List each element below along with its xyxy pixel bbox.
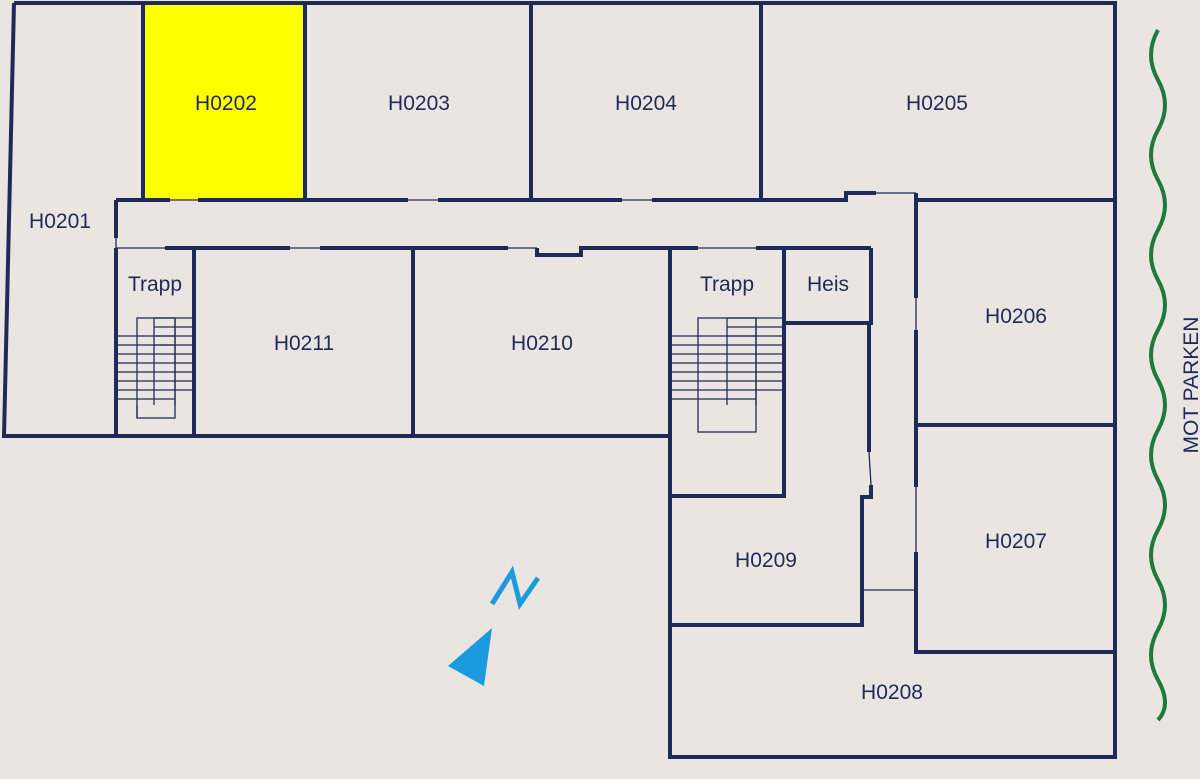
corridor-north-wall: [116, 191, 1115, 202]
room-label-h0208: H0208: [861, 681, 923, 704]
room-label-h0205: H0205: [906, 92, 968, 115]
room-h0202-highlight[interactable]: [143, 3, 305, 200]
west-stair-steps-icon: [118, 317, 192, 419]
room-label-h0202: H0202: [195, 92, 257, 115]
west-stair-walls: [114, 200, 196, 436]
north-arrow-icon: [448, 565, 541, 686]
side-label-mot-parken: MOT PARKEN: [1180, 317, 1200, 454]
east-core-walls: [668, 193, 1117, 759]
room-label-h0203: H0203: [388, 92, 450, 115]
room-label-h0211: H0211: [274, 332, 334, 355]
room-label-heis: Heis: [807, 273, 849, 296]
room-label-h0206: H0206: [985, 305, 1047, 328]
corridor-south-wall: [165, 246, 871, 257]
room-label-h0201: H0201: [29, 210, 91, 233]
room-label-h0204: H0204: [615, 92, 677, 115]
west-wing-outline: [1, 1, 1117, 438]
room-label-trapp-east: Trapp: [700, 273, 754, 296]
east-stair-steps-icon: [672, 317, 782, 433]
room-label-trapp-west: Trapp: [128, 273, 182, 296]
room-label-h0209: H0209: [735, 549, 797, 572]
room-label-h0210: H0210: [511, 332, 573, 355]
room-label-h0207: H0207: [985, 530, 1047, 553]
park-boundary-wave-icon: [1149, 29, 1167, 722]
